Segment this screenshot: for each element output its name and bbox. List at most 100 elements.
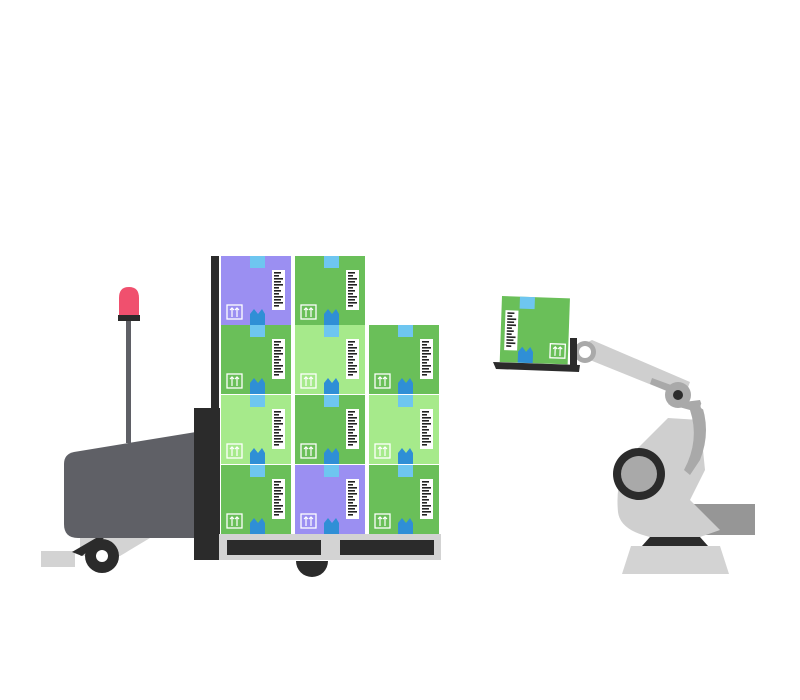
barcode-bar [422,423,431,425]
barcode-bar [506,327,512,329]
box-tape-top [398,465,413,477]
barcode-bar [348,374,353,376]
barcode-bar [274,435,283,437]
side-up-frame [300,304,317,320]
side-up-frame [374,373,391,389]
barcode-bar [348,293,353,295]
barcode-bar [348,511,357,513]
barcode-bar [348,281,355,283]
side-up-arrows [229,307,240,317]
box-tape-bottom [517,346,534,364]
barcode-bar [274,272,281,274]
barcode-bar [348,275,353,277]
cardboard-box-icon [221,256,291,325]
barcode-bar [422,493,431,495]
barcode-bar [348,505,357,507]
barcode-bar [348,341,355,343]
beacon-base [118,315,140,321]
barcode-bar [274,290,281,292]
barcode-bar [274,356,279,358]
barcode-bar [348,502,353,504]
barcode-bar [348,278,357,280]
barcode-bar [422,484,427,486]
cardboard-box-icon [221,325,291,394]
forklift-rear-hub [96,550,108,562]
pallet-slot-right [340,540,434,555]
side-up-arrows [229,376,240,386]
barcode-bar [422,359,429,361]
barcode-bar [274,417,283,419]
barcode-bar [348,514,353,516]
side-up-arrows [229,516,240,526]
barcode-label-icon [272,339,285,379]
barcode-bar [348,368,355,370]
barcode-bar [422,417,431,419]
barcode-bar [274,490,281,492]
barcode-bar [274,441,283,443]
barcode-bar [422,499,429,501]
barcode-bar [274,371,283,373]
barcode-bar [507,318,517,321]
box-tape-bottom [398,378,413,394]
this-side-up-icon [226,513,243,529]
cardboard-box-icon [295,256,365,325]
barcode-bar [274,365,283,367]
cardboard-box-icon [369,465,439,534]
barcode-bar [274,487,283,489]
box-tape-bottom [250,518,265,534]
barcode-bar [422,481,429,483]
forklift-step [41,551,75,567]
robot-elbow-dot [700,402,708,410]
barcode-label-icon [346,339,359,379]
box-tape-bottom [250,378,265,394]
side-up-frame [226,443,243,459]
cardboard-box-icon [295,325,365,394]
barcode-bar [274,302,283,304]
robot-base-ring [642,537,708,546]
cardboard-box-icon [369,325,439,394]
barcode-bar [274,429,281,431]
side-up-arrows [303,376,314,386]
barcode-bar [348,429,355,431]
barcode-bar [348,490,355,492]
this-side-up-icon [226,304,243,320]
barcode-bar [348,353,357,355]
box-tape-top [324,256,339,268]
this-side-up-icon [300,443,317,459]
barcode-label-icon [272,270,285,310]
box-tape-top [324,325,339,337]
barcode-bar [274,493,283,495]
barcode-label-icon [346,479,359,519]
box-tape-top [250,256,265,268]
barcode-bar [422,414,427,416]
barcode-bar [348,435,357,437]
cardboard-box-icon [295,395,365,464]
barcode-bar [348,302,357,304]
barcode-bar [422,432,427,434]
barcode-bar [274,499,281,501]
barcode-bar [422,514,427,516]
barcode-bar [507,312,515,315]
robot-wrist-center [579,346,591,358]
side-up-frame [549,343,567,359]
box-tape-bottom [324,309,339,325]
box-tape-bottom [250,309,265,325]
barcode-bar [422,344,427,346]
barcode-bar [506,339,514,342]
barcode-bar [274,344,279,346]
barcode-bar [422,505,431,507]
this-side-up-icon [300,373,317,389]
barcode-bar [274,511,283,513]
barcode-bar [422,365,431,367]
forklift-icon [41,256,441,577]
box-tape-top [398,325,413,337]
barcode-bar [274,444,279,446]
barcode-bar [422,502,427,504]
barcode-bar [274,353,283,355]
box-tape-top [519,296,535,310]
this-side-up-icon [300,513,317,529]
forklift-front-wheel [296,561,328,577]
cardboard-box-icon [221,465,291,534]
side-up-frame [226,513,243,529]
barcode-bar [348,420,355,422]
